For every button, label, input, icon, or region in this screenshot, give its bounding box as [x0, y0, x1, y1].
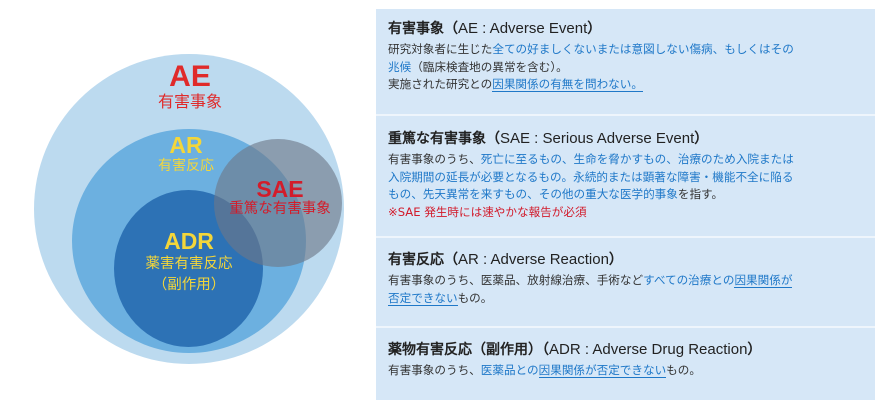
text: もの。: [457, 290, 493, 305]
ar-abbr: AR: [169, 132, 203, 158]
section-title: 重篤な有害事象（SAE : Serious Adverse Event）: [388, 130, 875, 148]
title-close: ）: [747, 342, 762, 358]
divider: [376, 114, 875, 116]
section-body: 有害事象のうち、医薬品、放射線治療、手術などすべての治療との因果関係が 否定でき…: [388, 272, 875, 307]
warning-text: ※SAE 発生時には速やかな報告が必須: [388, 204, 587, 219]
sae-circle: [214, 139, 342, 267]
section-adr: 薬物有害反応（副作用）（ADR : Adverse Drug Reaction）…: [376, 341, 875, 380]
section-ar: 有害反応（AR : Adverse Reaction） 有害事象のうち、医薬品、…: [376, 251, 875, 307]
title-close: ）: [694, 131, 709, 147]
title-jp: 薬物有害反応（副作用）（: [388, 342, 549, 358]
section-ae: 有害事象（AE : Adverse Event） 研究対象者に生じた全ての好まし…: [376, 20, 875, 94]
section-body: 研究対象者に生じた全ての好ましくないまたは意図しない傷病、もしくはその 兆候（臨…: [388, 41, 875, 94]
title-en: SAE : Serious Adverse Event: [500, 130, 695, 147]
ar-jp: 有害反応: [158, 158, 214, 174]
adr-jp-line1: 薬害有害反応: [145, 256, 233, 272]
ae-label: AE 有害事象: [130, 62, 250, 110]
highlight-text: 全ての好ましくないまたは意図しない傷病、もしくはその: [492, 42, 794, 56]
title-jp: 重篤な有害事象（: [388, 131, 500, 147]
ae-jp: 有害事象: [157, 92, 222, 111]
highlight-text: 兆候: [388, 59, 412, 74]
title-en: AR : Adverse Reaction: [458, 251, 609, 268]
venn-diagram: AE 有害事象 AR 有害反応 SAE 重篤な有害事象 ADR 薬害有害反応 （…: [0, 0, 370, 408]
divider: [376, 236, 875, 238]
divider: [376, 326, 875, 328]
text: 有害事象のうち、: [388, 152, 481, 166]
adr-jp-line2: （副作用）: [152, 276, 226, 293]
text: 研究対象者に生じた: [388, 42, 493, 56]
sae-jp: 重篤な有害事象: [229, 201, 331, 217]
highlight-text: 入院期間の延長が必要となるもの。永続的または顕著な障害・機能不全に陥る: [388, 169, 794, 184]
highlight-text: もの、先天異常を来すもの、その他の重大な医学的事象: [388, 187, 678, 201]
underlined-text: 因果関係が否定できない: [538, 363, 667, 378]
section-sae: 重篤な有害事象（SAE : Serious Adverse Event） 有害事…: [376, 130, 875, 221]
title-jp: 有害反応（: [388, 252, 458, 268]
section-body: 有害事象のうち、死亡に至るもの、生命を脅かすもの、治療のため入院または 入院期間…: [388, 151, 875, 221]
text: もの。: [666, 363, 701, 377]
section-title: 有害反応（AR : Adverse Reaction）: [388, 251, 875, 269]
title-close: ）: [587, 21, 602, 37]
title-jp: 有害事象（: [388, 21, 458, 37]
section-title: 有害事象（AE : Adverse Event）: [388, 20, 875, 38]
text: 実施された研究との: [388, 77, 493, 91]
highlight-text: 死亡に至るもの、生命を脅かすもの、治療のため入院または: [480, 152, 794, 166]
section-body: 有害事象のうち、医薬品との因果関係が否定できないもの。: [388, 362, 875, 380]
highlight-text: 医薬品との: [480, 363, 539, 377]
underlined-text: 因果関係が: [734, 273, 793, 288]
text: （臨床検査地の異常を含む）。: [411, 59, 568, 74]
underlined-text: 否定できない: [388, 290, 458, 306]
title-en: AE : Adverse Event: [458, 20, 588, 37]
text: 有害事象のうち、: [388, 363, 481, 377]
title-close: ）: [608, 252, 623, 268]
sae-abbr: SAE: [256, 176, 304, 202]
ae-abbr: AE: [169, 60, 211, 93]
ar-label: AR 有害反応: [130, 132, 242, 174]
adr-abbr: ADR: [164, 228, 214, 254]
section-title: 薬物有害反応（副作用）（ADR : Adverse Drug Reaction）: [388, 341, 875, 359]
definitions-panel: 有害事象（AE : Adverse Event） 研究対象者に生じた全ての好まし…: [376, 9, 875, 400]
text: 有害事象のうち、医薬品、放射線治療、手術など: [388, 273, 644, 287]
highlight-text: すべての治療との: [643, 273, 735, 287]
sae-label: SAE 重篤な有害事象: [212, 178, 348, 217]
text: を指す。: [677, 187, 724, 201]
adr-label: ADR 薬害有害反応 （副作用）: [124, 230, 254, 295]
underlined-text: 因果関係の有無を問わない。: [492, 77, 643, 92]
title-en: ADR : Adverse Drug Reaction: [549, 341, 748, 358]
